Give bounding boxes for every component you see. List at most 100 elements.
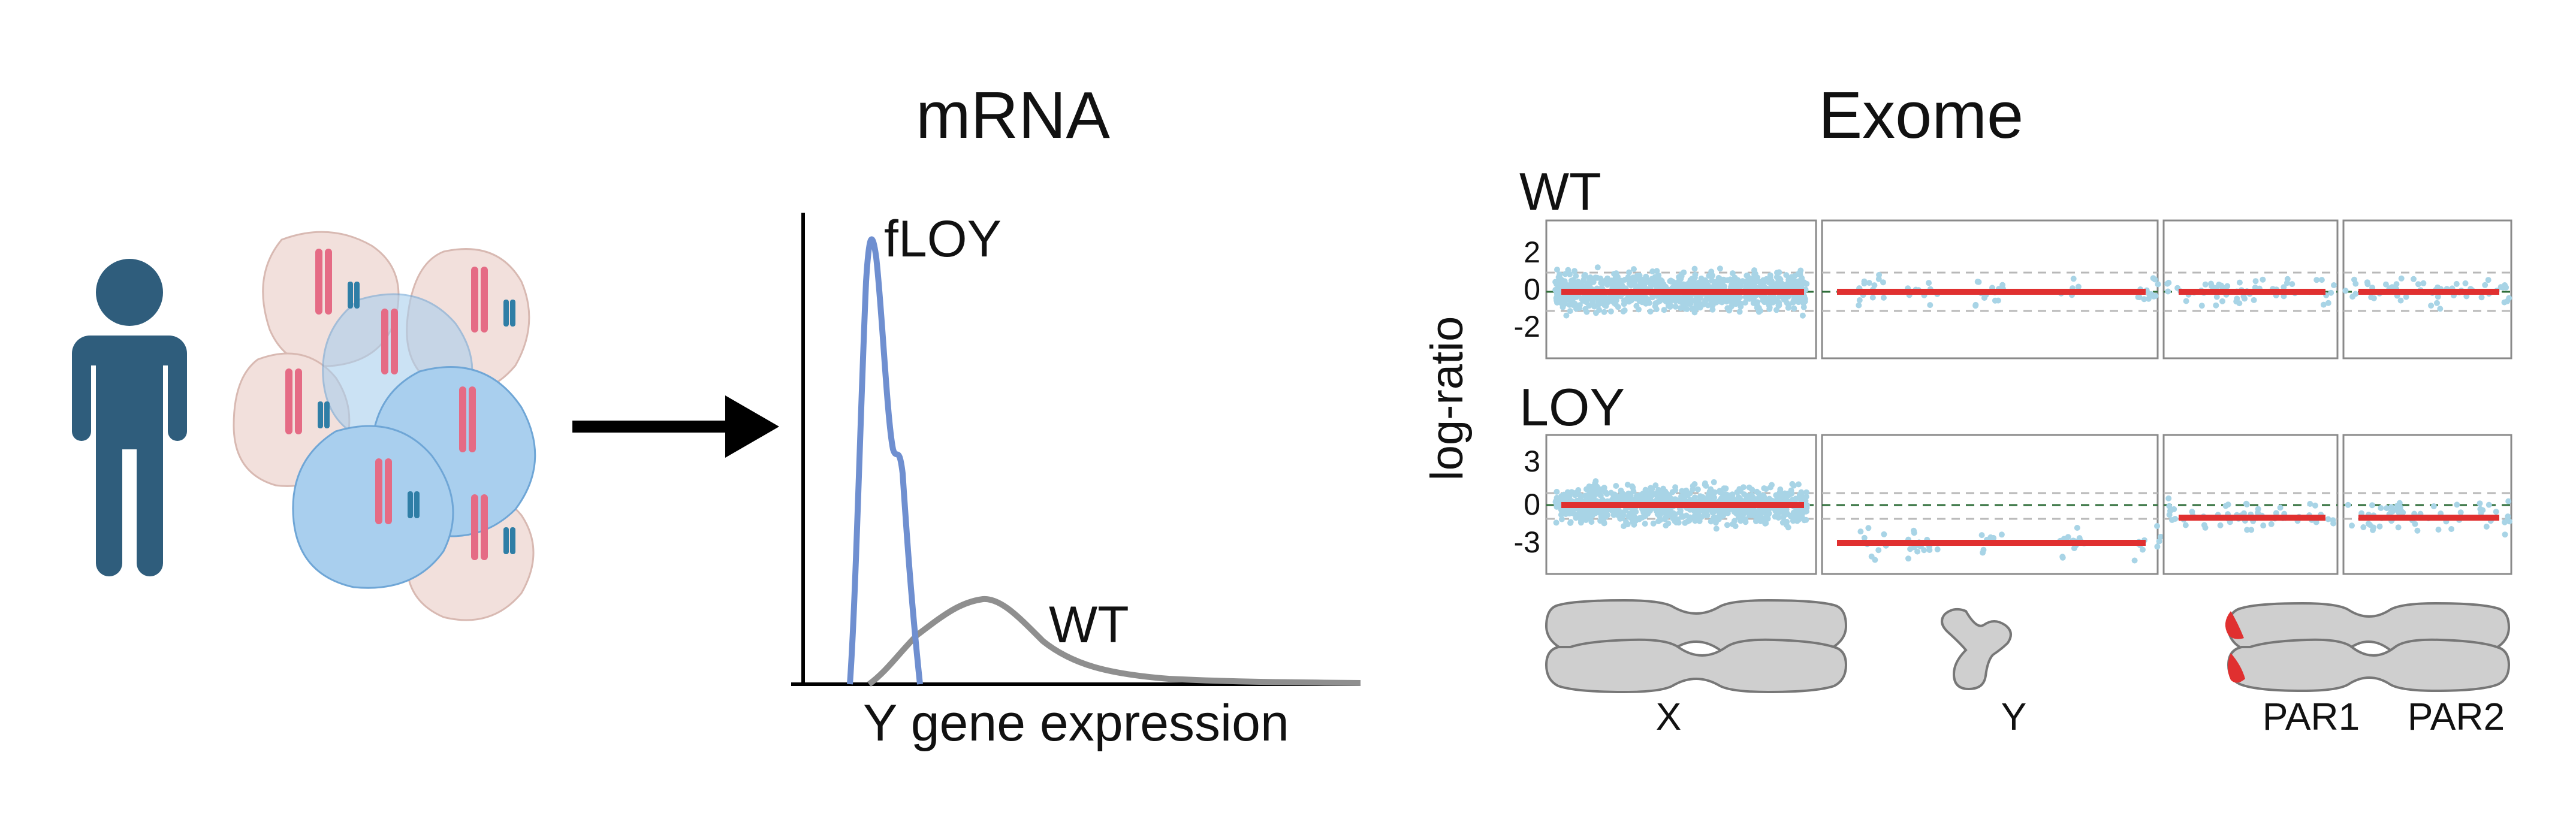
- data-point: [1711, 282, 1717, 289]
- data-point: [1880, 279, 1886, 286]
- region-label-y: Y: [2001, 695, 2027, 738]
- data-point: [1791, 305, 1797, 312]
- data-point: [1682, 295, 1689, 301]
- data-point: [2349, 294, 2356, 300]
- data-point: [1553, 519, 1560, 526]
- data-point: [2252, 278, 2259, 285]
- data-point: [2370, 527, 2376, 533]
- data-point: [2219, 283, 2225, 290]
- data-point: [2453, 280, 2460, 287]
- data-point: [1601, 309, 1607, 315]
- data-point: [1776, 302, 1782, 309]
- data-point: [1672, 280, 1679, 286]
- data-point: [1642, 521, 1648, 527]
- facet-WT-PAR1: [2162, 219, 2339, 359]
- data-point: [2448, 526, 2455, 532]
- data-point: [2140, 546, 2146, 553]
- data-point: [2480, 507, 2486, 513]
- region-label-par1: PAR1: [2263, 695, 2360, 738]
- data-point: [1554, 286, 1561, 292]
- data-point: [1729, 282, 1735, 288]
- data-point: [1699, 494, 1706, 500]
- data-point: [1604, 491, 1610, 497]
- data-point: [1800, 300, 1806, 306]
- data-point: [1872, 557, 1878, 563]
- data-point: [1636, 306, 1642, 313]
- data-point: [1626, 269, 1632, 276]
- data-point: [1914, 548, 1921, 555]
- data-point: [1622, 507, 1628, 514]
- data-point: [1706, 294, 1712, 301]
- data-point: [1724, 494, 1730, 501]
- data-point: [2342, 288, 2349, 294]
- data-point: [1581, 273, 1588, 280]
- data-point: [2493, 509, 2499, 515]
- data-point: [2506, 518, 2512, 525]
- data-point: [2398, 275, 2405, 282]
- data-point: [2260, 276, 2266, 283]
- data-point: [2430, 503, 2437, 509]
- chromosome-x-icon: [1545, 599, 1848, 694]
- data-point: [1654, 268, 1660, 274]
- wt-label: WT: [1049, 596, 1129, 654]
- data-point: [1709, 277, 1715, 284]
- data-point: [1865, 525, 1872, 531]
- data-point: [1980, 549, 1986, 556]
- data-point: [2202, 281, 2209, 288]
- data-point: [1579, 517, 1586, 524]
- data-point: [2065, 534, 2071, 540]
- data-point: [1628, 282, 1634, 289]
- data-point: [2313, 277, 2320, 283]
- data-point: [1647, 494, 1654, 500]
- data-point: [1693, 302, 1700, 309]
- region-label-par2: PAR2: [2408, 695, 2505, 738]
- data-point: [1744, 509, 1750, 515]
- data-point: [2074, 525, 2080, 531]
- data-point: [1875, 276, 1882, 282]
- data-point: [1743, 278, 1749, 285]
- data-point: [1592, 478, 1599, 485]
- data-point: [1588, 279, 1594, 285]
- data-point: [1987, 534, 1994, 540]
- data-point: [1621, 307, 1628, 313]
- data-point: [2154, 543, 2161, 550]
- data-point: [2388, 509, 2394, 515]
- data-point: [1655, 511, 1661, 518]
- data-point: [1717, 515, 1723, 521]
- data-point: [1926, 280, 1932, 286]
- data-point: [1564, 489, 1571, 495]
- data-point: [1625, 275, 1632, 281]
- cell-cluster-illustration: [233, 231, 536, 621]
- data-point: [2505, 513, 2511, 519]
- data-point: [1596, 307, 1603, 313]
- data-point: [2365, 521, 2372, 527]
- panel-title-wt: WT: [1519, 162, 1601, 221]
- data-point: [2505, 498, 2512, 504]
- data-point: [1701, 282, 1708, 288]
- data-point: [2502, 531, 2508, 538]
- data-point: [2156, 538, 2162, 545]
- data-point: [2478, 294, 2485, 301]
- data-point: [1623, 519, 1629, 525]
- data-point: [1691, 494, 1698, 501]
- data-point: [2320, 301, 2327, 308]
- data-point: [1554, 488, 1560, 495]
- mrna-title: mRNA: [916, 78, 1111, 152]
- data-point: [1861, 534, 1868, 541]
- y-tick: -3: [1514, 525, 1540, 559]
- data-point: [1871, 282, 1878, 289]
- data-point: [1730, 296, 1737, 303]
- data-point: [1800, 509, 1806, 516]
- par1-marker: [2225, 611, 2244, 639]
- y-tick: 0: [1524, 488, 1540, 521]
- data-point: [1779, 280, 1785, 287]
- data-point: [1708, 268, 1715, 275]
- data-point: [1646, 300, 1652, 306]
- data-point: [1795, 512, 1802, 518]
- data-point: [2213, 302, 2219, 309]
- data-point: [1690, 283, 1696, 289]
- data-point: [1708, 518, 1714, 525]
- data-point: [1869, 294, 1876, 301]
- data-point: [2166, 503, 2173, 509]
- data-point: [1740, 484, 1747, 491]
